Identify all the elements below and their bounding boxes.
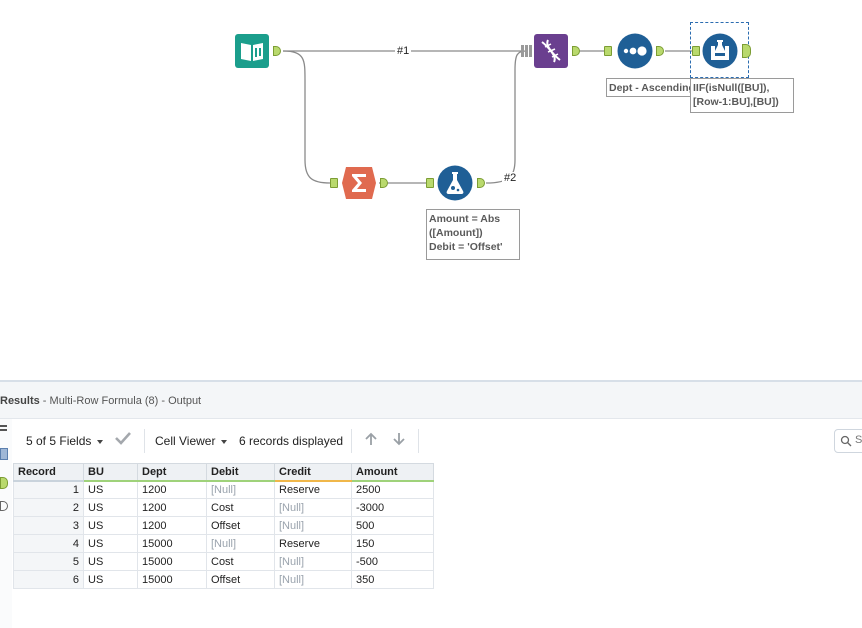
column-header-dept[interactable]: Dept [137, 463, 207, 482]
bu-cell[interactable]: US [83, 516, 138, 535]
workflow-canvas[interactable]: #1 #2 Amount = Abs ([Amount]) Debit = 'O… [0, 0, 862, 380]
multi-row-formula-icon[interactable] [702, 33, 738, 69]
record-cell: 1 [13, 480, 84, 499]
multi-input-anchor[interactable] [521, 44, 533, 58]
dna-union-icon[interactable] [533, 33, 569, 69]
output-anchor[interactable] [742, 44, 751, 58]
output-anchor[interactable] [477, 178, 485, 188]
multirow-annotation: IIF(isNull([BU]), [Row-1:BU],[BU]) [690, 78, 794, 113]
table-row[interactable]: 5 US 15000 Cost [Null] -500 [13, 552, 434, 571]
debit-cell[interactable]: Offset [206, 516, 275, 535]
book-input-icon[interactable] [234, 33, 270, 69]
dept-cell[interactable]: 15000 [137, 534, 207, 553]
bu-cell[interactable]: US [83, 552, 138, 571]
column-header-credit[interactable]: Credit [274, 463, 352, 482]
menu-icon[interactable] [0, 425, 7, 427]
bu-cell[interactable]: US [83, 534, 138, 553]
amount-cell[interactable]: 150 [351, 534, 434, 553]
records-count: 6 records displayed [239, 434, 344, 448]
credit-cell[interactable]: Reserve [274, 480, 352, 499]
debit-cell[interactable]: Offset [206, 570, 275, 589]
debit-cell[interactable]: [Null] [206, 480, 275, 499]
input-anchor[interactable] [692, 46, 700, 56]
input-anchor[interactable] [604, 46, 612, 56]
bu-cell[interactable]: US [83, 570, 138, 589]
search-input[interactable]: S [834, 429, 862, 453]
dept-cell[interactable]: 1200 [137, 498, 207, 517]
debit-cell[interactable]: Cost [206, 498, 275, 517]
search-icon [840, 435, 852, 447]
output-anchor[interactable] [380, 178, 388, 188]
chevron-down-icon [221, 439, 228, 444]
debit-cell[interactable]: [Null] [206, 534, 275, 553]
amount-cell[interactable]: -500 [351, 552, 434, 571]
amount-cell[interactable]: -3000 [351, 498, 434, 517]
arrow-up-icon[interactable] [363, 431, 379, 451]
chevron-down-icon [97, 439, 104, 444]
amount-cell[interactable]: 500 [351, 516, 434, 535]
sigma-summarize-icon[interactable] [341, 165, 377, 201]
record-cell: 4 [13, 534, 84, 553]
output-anchor[interactable] [656, 46, 664, 56]
bu-cell[interactable]: US [83, 498, 138, 517]
dept-cell[interactable]: 15000 [137, 552, 207, 571]
column-header-bu[interactable]: BU [83, 463, 138, 482]
results-left-strip [0, 419, 12, 628]
input-anchor[interactable] [330, 178, 338, 188]
table-row[interactable]: 3 US 1200 Offset [Null] 500 [13, 516, 434, 535]
record-cell: 2 [13, 498, 84, 517]
results-title-bar: Results - Multi-Row Formula (8) - Output [0, 382, 862, 419]
results-title: Results [0, 395, 40, 407]
results-table[interactable]: Record BU Dept Debit Credit Amount 1 US … [13, 463, 434, 589]
connection-label-1: #1 [395, 45, 412, 58]
amount-cell[interactable]: 350 [351, 570, 434, 589]
output-anchor[interactable] [273, 46, 281, 56]
debit-cell[interactable]: Cost [206, 552, 275, 571]
bu-cell[interactable]: US [83, 480, 138, 499]
results-toolbar: 5 of 5 Fields Cell Viewer 6 records disp… [14, 419, 862, 463]
sort-annotation: Dept - Ascending [606, 78, 692, 97]
flask-formula-icon[interactable] [437, 165, 473, 201]
column-header-record[interactable]: Record [13, 463, 84, 482]
anchor-output-icon[interactable] [0, 477, 8, 489]
record-cell: 5 [13, 552, 84, 571]
credit-cell[interactable]: [Null] [274, 498, 352, 517]
formula-annotation: Amount = Abs ([Amount]) Debit = 'Offset' [426, 209, 520, 260]
table-row[interactable]: 2 US 1200 Cost [Null] -3000 [13, 498, 434, 517]
connection-label-2: #2 [502, 172, 519, 185]
credit-cell[interactable]: [Null] [274, 570, 352, 589]
table-header-row: Record BU Dept Debit Credit Amount [13, 463, 434, 482]
record-cell: 6 [13, 570, 84, 589]
output-anchor[interactable] [572, 46, 580, 56]
credit-cell[interactable]: [Null] [274, 516, 352, 535]
record-cell: 3 [13, 516, 84, 535]
cell-viewer-dropdown[interactable]: Cell Viewer [155, 433, 228, 449]
dept-cell[interactable]: 15000 [137, 570, 207, 589]
arrow-down-icon[interactable] [391, 431, 407, 451]
results-panel: Results - Multi-Row Formula (8) - Output… [0, 380, 862, 628]
dept-cell[interactable]: 1200 [137, 516, 207, 535]
column-header-amount[interactable]: Amount [351, 463, 434, 482]
credit-cell[interactable]: Reserve [274, 534, 352, 553]
table-row[interactable]: 4 US 15000 [Null] Reserve 150 [13, 534, 434, 553]
dots-sort-icon[interactable] [617, 33, 653, 69]
column-header-debit[interactable]: Debit [206, 463, 275, 482]
fields-dropdown[interactable]: 5 of 5 Fields [26, 433, 104, 449]
table-row[interactable]: 6 US 15000 Offset [Null] 350 [13, 570, 434, 589]
help-icon[interactable] [0, 501, 8, 511]
credit-cell[interactable]: [Null] [274, 552, 352, 571]
amount-cell[interactable]: 2500 [351, 480, 434, 499]
table-row[interactable]: 1 US 1200 [Null] Reserve 2500 [13, 480, 434, 499]
apply-check-icon[interactable] [114, 430, 132, 450]
input-anchor[interactable] [426, 178, 434, 188]
dept-cell[interactable]: 1200 [137, 480, 207, 499]
results-source: - Multi-Row Formula (8) - Output [39, 395, 202, 407]
table-icon[interactable] [0, 448, 8, 460]
